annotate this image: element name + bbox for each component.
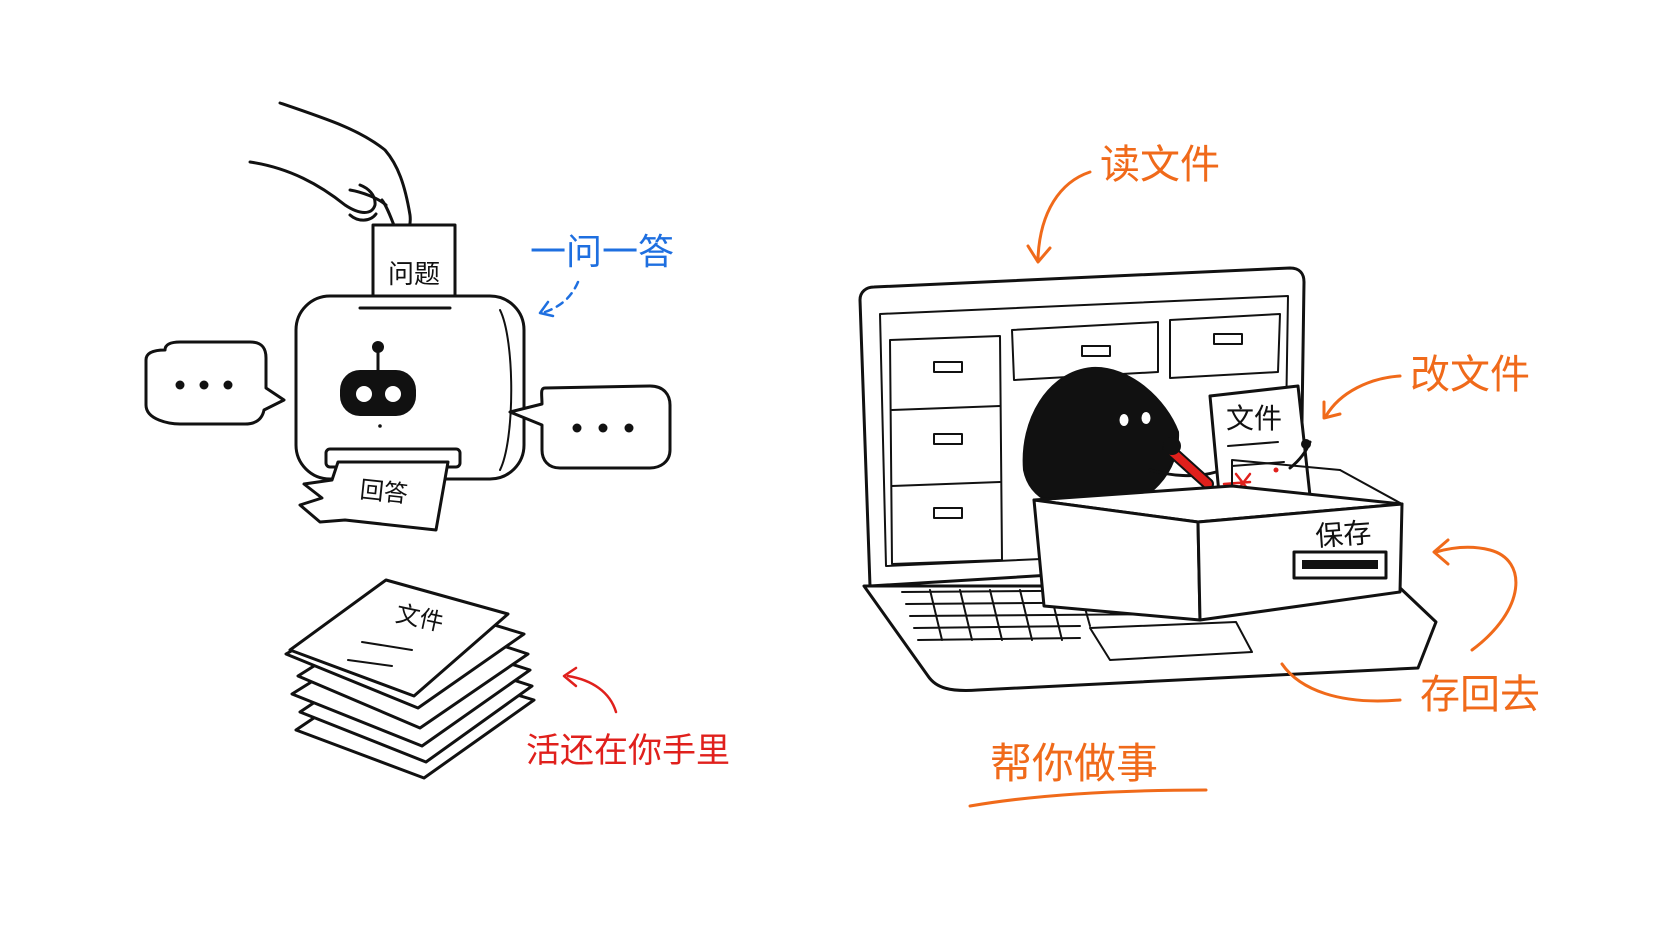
read-file-label: 读文件 (1100, 142, 1220, 188)
read-file-arrow-icon (1036, 170, 1092, 260)
save-label: 保存 (1314, 516, 1372, 553)
do-for-you-label: 帮你做事 (990, 739, 1158, 788)
paper-stack-icon (284, 578, 536, 780)
question-label: 问题 (388, 260, 440, 290)
chatbot-scene: 问题 回答 (144, 101, 730, 780)
document-label: 文件 (1226, 402, 1282, 435)
speech-bubble-right-icon (508, 384, 672, 470)
agent-scene: 文件 保存 读文件 改文件 存回去 帮你做事 (858, 142, 1540, 808)
trackpad (1089, 621, 1253, 661)
edit-file-label: 改文件 (1410, 352, 1530, 398)
do-for-you-underline (968, 788, 1208, 808)
qa-arrow-icon (543, 280, 580, 314)
pen-icon (1162, 437, 1214, 490)
qa-label: 一问一答 (530, 232, 674, 273)
robot-face-icon (340, 341, 416, 428)
speech-bubble-left-icon (144, 340, 286, 426)
save-back-curve-icon (1280, 662, 1402, 703)
laptop-base (862, 584, 1438, 692)
hand-icon (248, 101, 412, 236)
still-yours-arrow-icon (566, 674, 618, 714)
still-yours-label: 活还在你手里 (526, 731, 730, 771)
save-back-arrow-icon (1434, 545, 1518, 652)
answer-label: 回答 (359, 476, 410, 509)
edit-file-arrow-icon (1324, 374, 1402, 418)
cabinet-grid (889, 313, 1281, 565)
open-drawer (1032, 459, 1404, 622)
answer-card (298, 460, 450, 532)
save-back-label: 存回去 (1420, 672, 1540, 718)
